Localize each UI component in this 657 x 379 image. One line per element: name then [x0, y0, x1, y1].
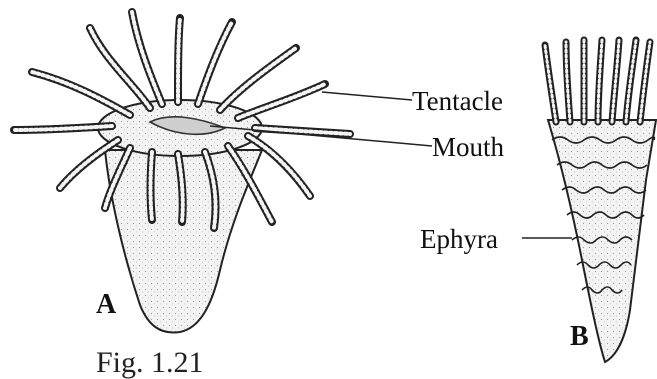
tentacle-label: Tentacle	[412, 86, 503, 116]
diagram-figure: Tentacle Mouth Ephyra A B Fig. 1.21	[0, 0, 657, 367]
tentacle	[151, 152, 153, 220]
specimen-b	[522, 40, 656, 362]
specimen-a	[14, 12, 432, 333]
figure-caption: Fig. 1.21	[96, 348, 204, 378]
strobila-tentacles	[545, 40, 650, 122]
mouth-label: Mouth	[432, 132, 504, 162]
tentacle-leader-line	[322, 92, 412, 100]
tentacle	[238, 84, 325, 118]
tentacle	[198, 22, 232, 104]
tentacle	[545, 45, 556, 122]
strobila-body	[548, 120, 656, 362]
figure-b-label: B	[570, 322, 589, 352]
figure-a-label: A	[96, 290, 116, 320]
ephyra-label: Ephyra	[420, 224, 498, 254]
tentacle	[178, 18, 180, 102]
